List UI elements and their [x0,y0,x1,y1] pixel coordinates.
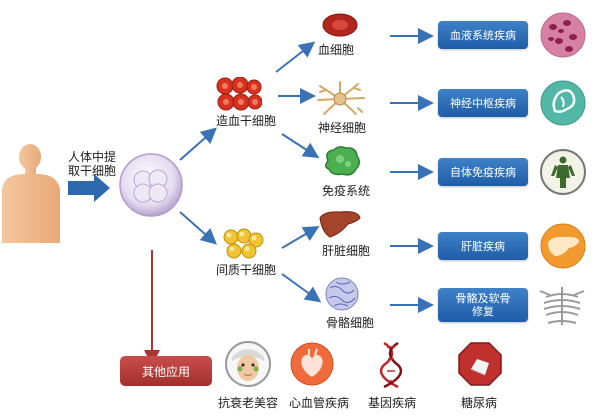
arrow-to-mesenchymal [179,211,217,245]
other-label-cardiovascular: 心血管疾病 [289,396,350,410]
face-beauty-icon [225,341,271,387]
cell-label-liver: 肝脏细胞 [322,244,371,258]
arrow-to-liver-cell [281,225,320,249]
disease-box-liver: 肝脏疾病 [438,232,528,260]
other-label-diabetes: 糖尿病 [461,396,498,410]
blood-cell-icon [322,13,358,37]
brain-icon [540,80,586,126]
blood-disease-icon [540,12,586,58]
yellow-cells-cluster-icon [223,228,264,259]
branch-label-mesenchymal: 间质干细胞 [216,263,277,277]
cell-label-bone: 骨骼细胞 [326,316,375,330]
cell-label-blood: 血细胞 [318,43,355,57]
heart-icon [290,342,334,386]
human-figure-icon [540,149,586,195]
source-label: 人体中提 取干细胞 [68,150,117,178]
liver-disease-icon [540,223,586,269]
disease-box-bone: 骨骼及软骨 修复 [438,288,528,322]
stem-cell-icon [119,153,183,217]
diabetes-stop-icon [458,342,502,386]
arrow-to-bone-cell [281,273,322,303]
bone-cell-icon [325,277,359,311]
human-body-icon [2,144,60,243]
cell-label-nerve: 神经细胞 [318,121,367,135]
red-cells-cluster-icon [216,77,262,111]
immune-cell-icon [325,146,360,176]
other-applications-box: 其他应用 [120,356,212,386]
disease-box-nerve: 神经中枢疾病 [438,89,528,117]
disease-box-immune: 自体免疫疾病 [438,158,528,186]
source-arrow [68,174,110,202]
nerve-cell-icon [317,81,365,115]
disease-box-blood: 血液系统疾病 [438,21,528,49]
dna-icon [379,341,403,389]
skeleton-icon [539,287,585,325]
liver-icon [319,211,361,238]
arrow-to-immune [281,133,320,159]
other-label-genetic: 基因疾病 [368,396,417,410]
cell-label-immune: 免疫系统 [322,184,371,198]
branch-label-hematopoietic: 造血干细胞 [216,114,277,128]
arrow-to-hematopoietic [179,127,217,161]
other-label-beauty: 抗衰老美容 [218,396,279,410]
arrow-to-blood-cell [275,41,316,73]
